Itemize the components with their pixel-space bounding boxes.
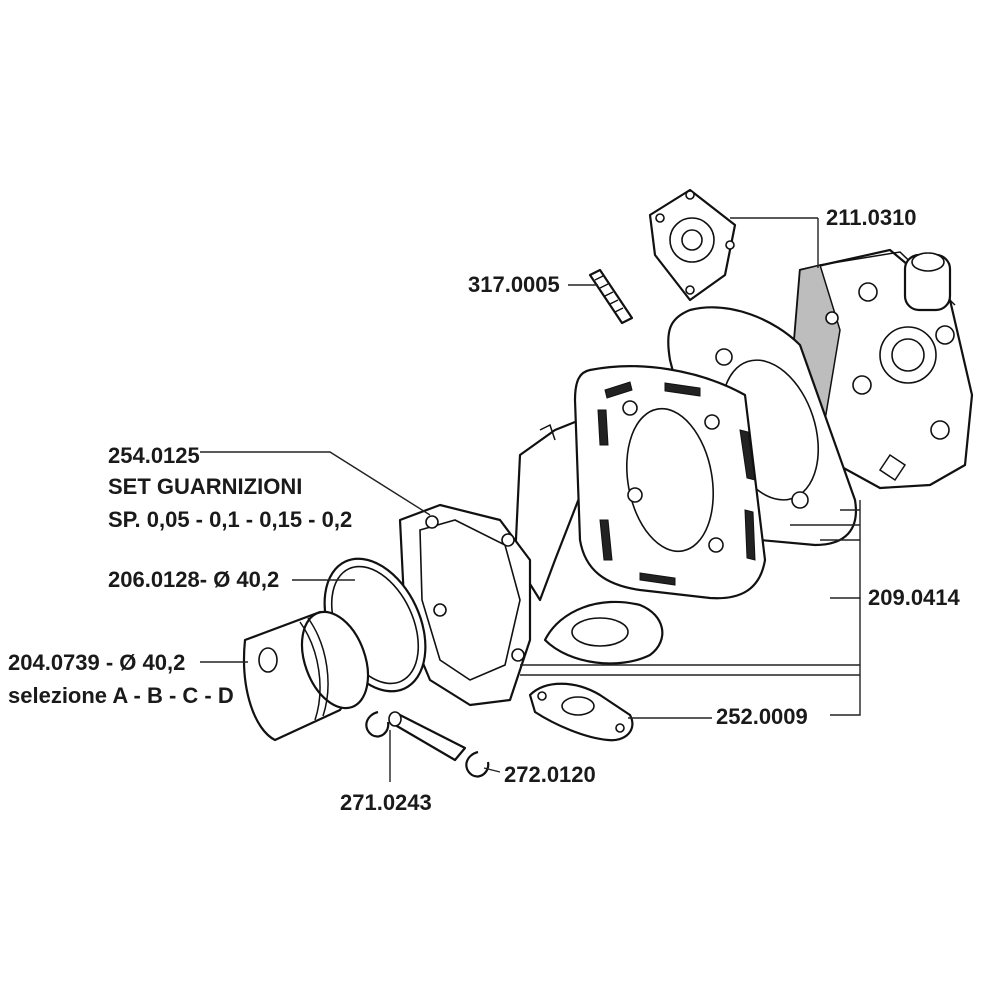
stud-part xyxy=(588,268,634,325)
label-cylinder-head: 211.0310 xyxy=(826,205,917,230)
label-intake-gasket: 252.0009 xyxy=(716,704,808,729)
cylinder-part xyxy=(513,365,767,665)
label-piston-selection: selezione A - B - C - D xyxy=(8,683,234,708)
label-cylinder-kit: 209.0414 xyxy=(868,585,961,610)
cylinder-head-part xyxy=(788,248,974,490)
leader-lines xyxy=(200,217,861,782)
piston-pin-part xyxy=(388,711,467,762)
label-gasket-set-thickness: SP. 0,05 - 0,1 - 0,15 - 0,2 xyxy=(108,507,352,532)
label-gasket-set-name: SET GUARNIZIONI xyxy=(108,474,302,499)
base-gasket-part xyxy=(398,503,532,707)
label-piston-code: 204.0739 - Ø 40,2 xyxy=(8,650,185,675)
thermostat-cover-part xyxy=(648,188,737,302)
intake-gasket-part xyxy=(528,682,634,742)
label-piston-ring: 206.0128- Ø 40,2 xyxy=(108,567,279,592)
part-labels: 211.0310 317.0005 254.0125 SET GUARNIZIO… xyxy=(8,205,961,815)
label-gasket-set-code: 254.0125 xyxy=(108,443,200,468)
label-stud: 317.0005 xyxy=(468,272,560,297)
label-circlip: 272.0120 xyxy=(504,762,596,787)
label-piston-pin: 271.0243 xyxy=(340,790,432,815)
circlip-part xyxy=(365,710,490,778)
piston-part xyxy=(243,610,370,742)
